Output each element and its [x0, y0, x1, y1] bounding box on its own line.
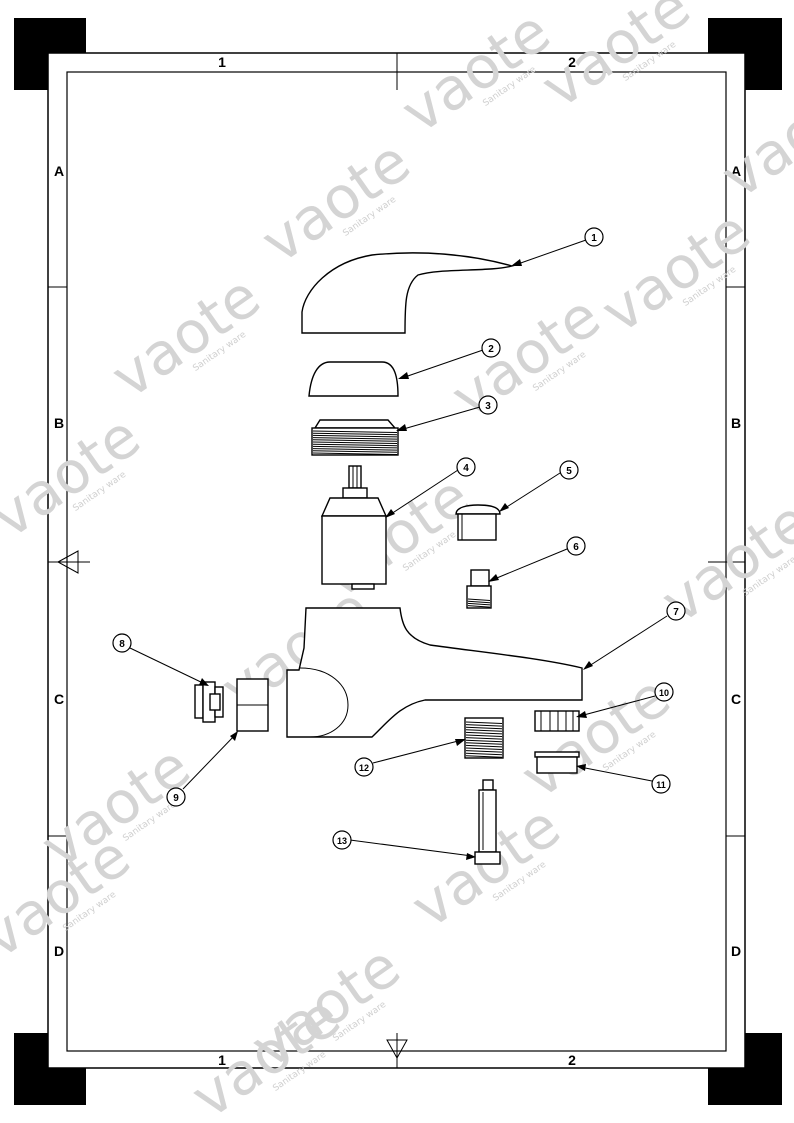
part-small-fitting: [466, 569, 492, 609]
thread-line: [467, 602, 491, 606]
part-spindle: [474, 779, 501, 865]
callout-12: 12: [354, 757, 374, 777]
callout-number: 7: [673, 607, 679, 618]
part-faucet-body: [286, 607, 583, 738]
thread-line: [312, 448, 398, 451]
callout-9: 9: [166, 787, 186, 807]
thread-line: [312, 434, 398, 438]
callout-4: 4: [456, 457, 476, 477]
thread-line: [465, 721, 503, 724]
column-label-top-2: 2: [568, 54, 576, 70]
part-aerator-housing: [534, 751, 580, 774]
thread-line: [465, 747, 503, 750]
outer-border: [47, 52, 746, 1069]
row-label-left-b: B: [54, 415, 64, 431]
callout-number: 4: [463, 463, 469, 474]
callout-1: 1: [584, 227, 604, 247]
thread-line: [465, 744, 503, 748]
column-label-bottom-2: 2: [568, 1052, 576, 1068]
part-aerator-insert: [534, 710, 580, 732]
row-label-right-c: C: [731, 691, 741, 707]
thread-line: [465, 739, 503, 743]
thread-line: [467, 598, 491, 601]
thread-line: [312, 443, 398, 447]
callout-number: 9: [173, 793, 179, 804]
callout-6: 6: [566, 536, 586, 556]
thread-line: [465, 737, 503, 740]
thread-line: [312, 441, 398, 444]
column-label-top-1: 1: [218, 54, 226, 70]
thread-line: [465, 724, 503, 727]
part-handle-lever: [301, 252, 515, 334]
thread-line: [312, 439, 398, 442]
thread-line: [312, 432, 398, 436]
callout-10: 10: [654, 682, 674, 702]
leader-lines: [129, 239, 668, 860]
callout-number: 1: [591, 233, 597, 244]
part-threaded-sleeve: [464, 717, 504, 759]
thread-line: [465, 731, 503, 735]
thread-line: [465, 752, 503, 756]
callout-number: 2: [488, 344, 494, 355]
callout-number: 5: [566, 466, 572, 477]
callout-bubbles: 1 2 3 4 5 6 7 8: [112, 227, 686, 850]
callout-number: 10: [659, 688, 669, 698]
thread-line: [465, 734, 503, 737]
callout-13: 13: [332, 830, 352, 850]
callout-11: 11: [651, 774, 671, 794]
part-bonnet-nut: [311, 419, 399, 456]
column-label-bottom-1: 1: [218, 1052, 226, 1068]
part-threaded-plug: [194, 681, 224, 723]
callout-5: 5: [559, 460, 579, 480]
part-small-cap: [455, 504, 501, 541]
centering-mark-left: [56, 550, 79, 574]
callout-8: 8: [112, 633, 132, 653]
row-label-left-a: A: [54, 163, 64, 179]
callout-7: 7: [666, 601, 686, 621]
centering-mark-bottom: [386, 1039, 408, 1060]
grid-labels: 1 2 1 2 A B C D A B C D: [54, 54, 741, 1068]
thread-line: [465, 755, 503, 758]
callout-number: 3: [485, 401, 491, 412]
callout-number: 13: [337, 836, 347, 846]
thread-line: [467, 600, 491, 604]
row-label-left-c: C: [54, 691, 64, 707]
callout-number: 6: [573, 542, 579, 553]
thread-line: [465, 742, 503, 745]
row-label-right-d: D: [731, 943, 741, 959]
part-handle-cap: [308, 361, 399, 397]
thread-line: [312, 450, 398, 453]
thread-line: [465, 729, 503, 732]
callout-2: 2: [481, 338, 501, 358]
part-diverter-block: [236, 678, 269, 732]
row-label-left-d: D: [54, 943, 64, 959]
thread-line: [465, 726, 503, 730]
thread-line: [465, 750, 503, 753]
thread-line: [312, 430, 398, 433]
callout-3: 3: [478, 395, 498, 415]
parts: [194, 252, 583, 865]
callout-number: 11: [656, 780, 666, 790]
part-cartridge: [320, 465, 388, 590]
thread-line: [312, 452, 398, 455]
thread-line: [312, 437, 398, 440]
callout-number: 12: [359, 763, 369, 773]
callout-number: 8: [119, 639, 125, 650]
row-label-right-a: A: [731, 163, 741, 179]
thread-line: [467, 605, 491, 608]
thread-line: [312, 445, 398, 449]
drawing-frame: [47, 52, 746, 1069]
row-label-right-b: B: [731, 415, 741, 431]
